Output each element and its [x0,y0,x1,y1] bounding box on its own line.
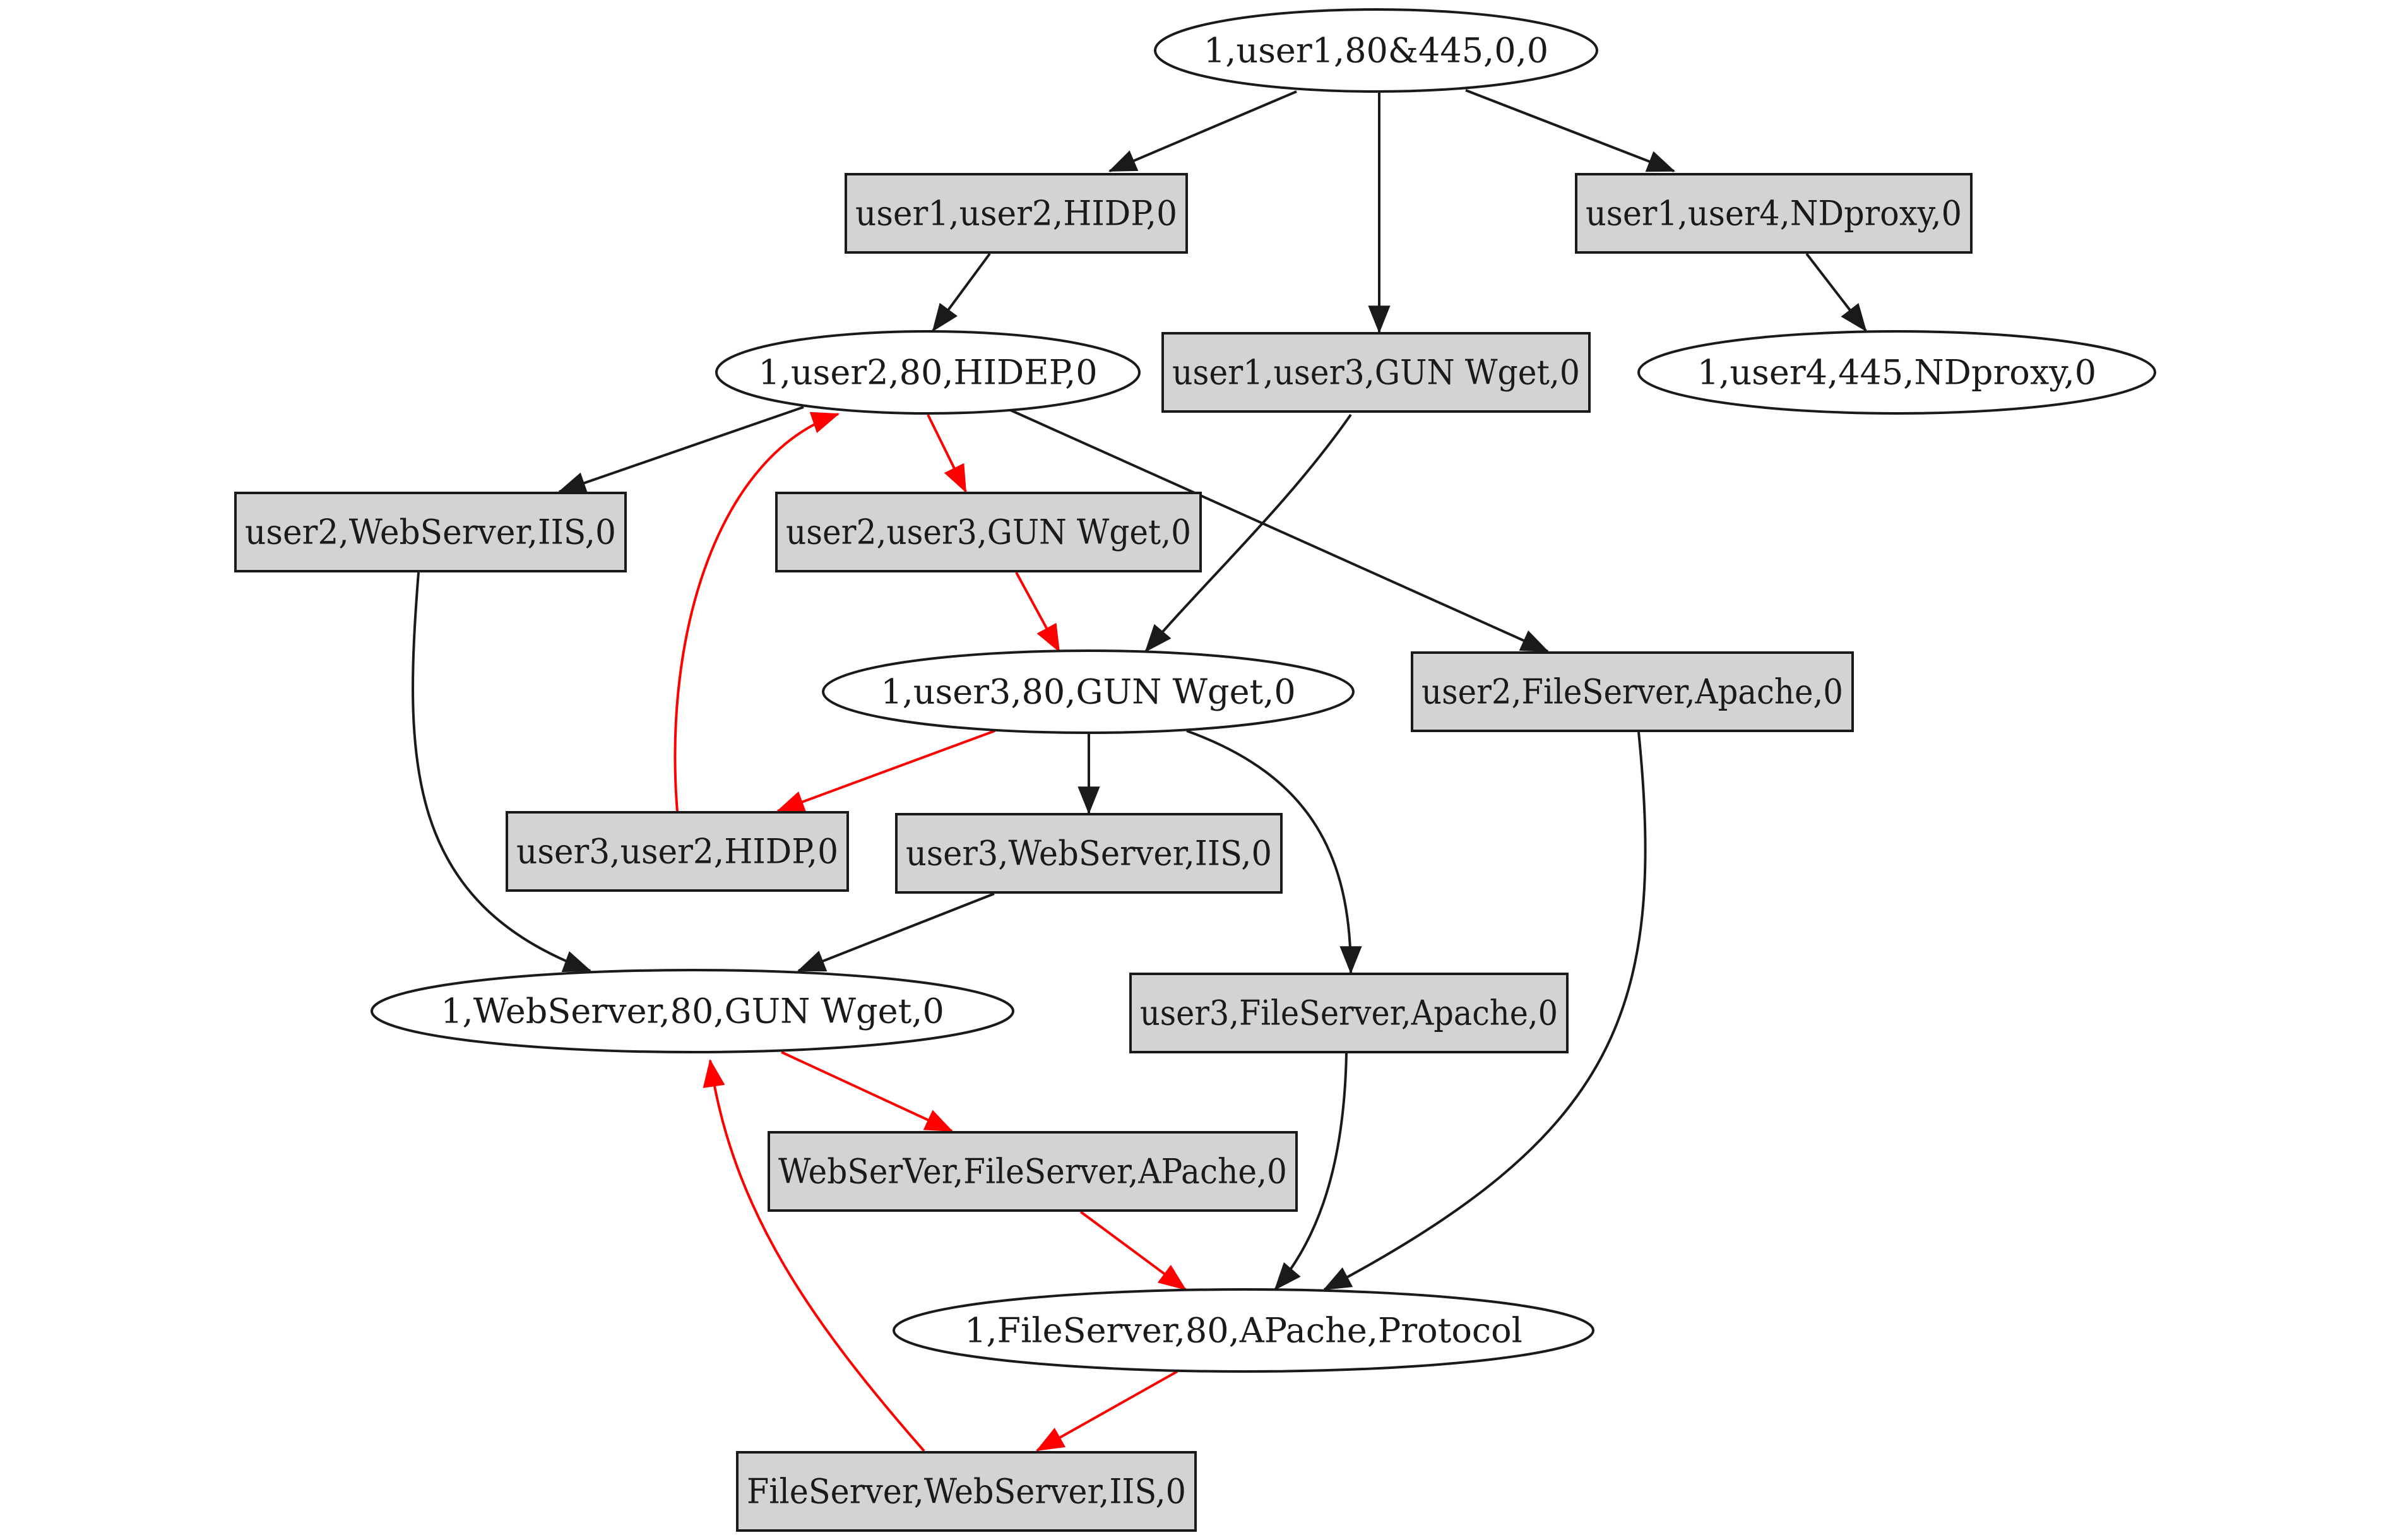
node-label: 1,user2,80,HIDEP,0 [758,353,1097,393]
node-label: user3,FileServer,Apache,0 [1140,993,1558,1033]
node-label: user3,user2,HIDP,0 [516,832,838,872]
action-node-n14: user3,FileServer,Apache,0 [1129,973,1569,1053]
state-node-n1: 1,user1,80&445,0,0 [1154,8,1598,93]
edge-n5-n9 [1144,413,1352,653]
node-label: user3,WebServer,IIS,0 [906,834,1272,874]
state-ellipse [1637,330,2156,415]
edge-n17-n13 [703,1058,925,1452]
edge-n10-n16 [1323,732,1647,1291]
action-box [895,813,1283,894]
edge-n13-n15 [781,1051,953,1132]
node-label: 1,user1,80&445,0,0 [1204,31,1548,71]
action-node-n3: user1,user4,NDproxy,0 [1575,173,1973,254]
node-label: 1,FileServer,80,APache,Protocol [964,1311,1522,1351]
node-label: user2,WebServer,IIS,0 [245,512,616,552]
state-ellipse [822,649,1355,734]
action-box [775,492,1202,572]
edge-n7-n13 [412,572,592,973]
node-label: 1,user4,445,NDproxy,0 [1697,353,2096,393]
node-label: user1,user3,GUN Wget,0 [1172,353,1580,393]
edge-n4-n7 [557,406,804,494]
action-node-n11: user3,user2,HIDP,0 [506,811,849,892]
action-box [768,1131,1298,1212]
state-node-n16: 1,FileServer,80,APache,Protocol [893,1288,1594,1373]
action-node-n17: FileServer,WebServer,IIS,0 [736,1451,1197,1532]
state-node-n6: 1,user4,445,NDproxy,0 [1637,330,2156,415]
action-box [506,811,849,892]
edge-n16-n17 [1036,1370,1178,1452]
edge-n8-n9 [1015,572,1060,653]
node-label: 1,WebServer,80,GUN Wget,0 [441,992,944,1031]
state-node-n9: 1,user3,80,GUN Wget,0 [822,649,1355,734]
edge-n9-n11 [776,730,995,813]
state-node-n13: 1,WebServer,80,GUN Wget,0 [371,969,1014,1053]
edge-n14-n16 [1274,1053,1348,1291]
edge-n2-n4 [932,252,991,332]
action-box [845,173,1188,254]
state-ellipse [715,330,1141,415]
edge-n1-n2 [1108,90,1297,172]
state-node-n4: 1,user2,80,HIDEP,0 [715,330,1141,415]
action-node-n15: WebSerVer,FileServer,APache,0 [768,1131,1298,1212]
edge-n4-n10 [1003,406,1550,653]
node-label: user2,user3,GUN Wget,0 [786,512,1191,552]
action-node-n10: user2,FileServer,Apache,0 [1411,651,1854,732]
action-box [1161,332,1591,413]
action-box [234,492,627,572]
edge-n4-n8 [927,414,967,493]
edge-n15-n16 [1079,1211,1187,1291]
edges-layer [412,89,1867,1452]
action-box [1411,651,1854,732]
node-label: FileServer,WebServer,IIS,0 [747,1472,1186,1512]
action-node-n8: user2,user3,GUN Wget,0 [775,492,1202,572]
nodes-layer: 1,user1,80&445,0,0 user1,user2,HIDP,0 user… [234,8,2156,1532]
edge-n12-n13 [797,892,995,972]
edge-n9-n14 [1186,730,1362,974]
edge-n11-n4 [674,412,840,812]
action-node-n5: user1,user3,GUN Wget,0 [1161,332,1591,413]
action-node-n12: user3,WebServer,IIS,0 [895,813,1283,894]
state-ellipse [893,1288,1594,1373]
state-ellipse [371,969,1014,1053]
edge-n3-n6 [1805,252,1867,332]
action-box [1575,173,1973,254]
action-box [736,1451,1197,1532]
node-label: user2,FileServer,Apache,0 [1422,672,1843,712]
node-label: 1,user3,80,GUN Wget,0 [881,672,1296,712]
action-node-n2: user1,user2,HIDP,0 [845,173,1188,254]
state-ellipse [1154,8,1598,93]
node-label: WebSerVer,FileServer,APache,0 [778,1152,1287,1192]
action-box [1129,973,1569,1053]
action-node-n7: user2,WebServer,IIS,0 [234,492,627,572]
node-label: user1,user4,NDproxy,0 [1586,194,1962,234]
edge-n1-n3 [1465,89,1676,172]
node-label: user1,user2,HIDP,0 [855,194,1177,234]
